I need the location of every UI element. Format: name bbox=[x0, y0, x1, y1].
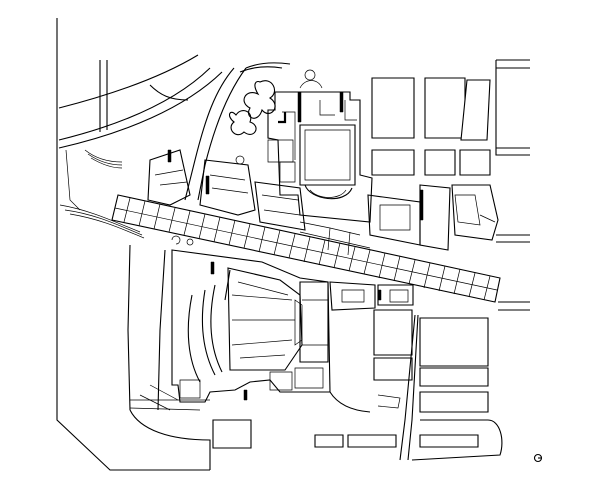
terrace-arc bbox=[60, 150, 144, 238]
theatre-building-upper bbox=[268, 92, 372, 222]
right-blocks bbox=[372, 60, 530, 310]
bottom-boxes bbox=[213, 420, 478, 448]
north-arrow-icon bbox=[535, 455, 543, 462]
walkway-buildings-upper bbox=[255, 182, 450, 255]
left-wing bbox=[148, 150, 255, 215]
curved-roads bbox=[59, 55, 290, 200]
site-boundary bbox=[57, 18, 210, 470]
walkway-symbols bbox=[172, 236, 193, 245]
looping-structure bbox=[230, 70, 322, 164]
concert-hall-lower bbox=[172, 250, 330, 402]
right-upper-building bbox=[452, 185, 498, 240]
walkway-buildings-lower bbox=[330, 282, 413, 310]
lower-left-paths bbox=[128, 245, 400, 470]
bottom-right-blocks bbox=[374, 310, 502, 460]
diagonal-walkway bbox=[112, 195, 500, 302]
